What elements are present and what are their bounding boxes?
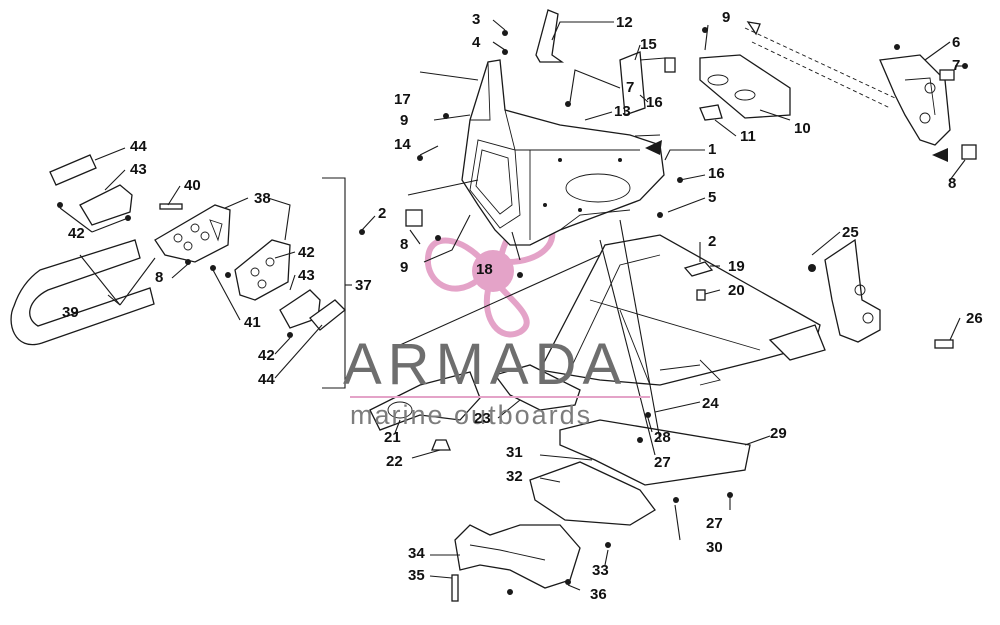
callout-5: 5 [708, 189, 717, 206]
callout-32: 32 [506, 468, 523, 485]
callout-10: 10 [794, 120, 811, 137]
callout-43a: 43 [130, 161, 147, 178]
callout-16a: 16 [646, 94, 663, 111]
callout-11: 11 [740, 128, 756, 145]
callout-42a: 42 [68, 225, 85, 242]
callout-44a: 44 [130, 138, 147, 155]
callout-6: 6 [952, 34, 961, 51]
part-32-plate [529, 461, 656, 526]
part-8-cushion-left [405, 209, 423, 227]
callout-13: 13 [614, 103, 631, 120]
part-44-reflector-upper [49, 154, 97, 186]
callout-9c: 9 [400, 259, 409, 276]
part-10-plate [699, 54, 791, 119]
callout-27b: 27 [706, 515, 723, 532]
callout-38: 38 [254, 190, 271, 207]
callout-27a: 27 [654, 454, 671, 471]
part-40-bolt [159, 203, 183, 210]
part-34-lower-bracket [454, 524, 581, 589]
callout-4: 4 [472, 34, 481, 51]
callout-35: 35 [408, 567, 425, 584]
part-39-bumper [10, 239, 155, 346]
part-8-cushion-right [961, 144, 977, 160]
watermark-tagline: marine outboards [350, 400, 593, 430]
callout-37: 37 [355, 277, 372, 294]
part-43-mount-upper [79, 184, 133, 226]
lower-frame [539, 234, 826, 386]
watermark-brand: ARMADA [343, 332, 628, 397]
part-21-arm [369, 371, 481, 431]
part-38-step-bracket [154, 204, 231, 263]
callout-25: 25 [842, 224, 859, 241]
callout-28: 28 [654, 429, 671, 446]
callout-34: 34 [408, 545, 425, 562]
part-35-bolt [451, 574, 459, 602]
callout-42c: 42 [258, 347, 275, 364]
callout-22: 22 [386, 453, 403, 470]
arrow-indicator-1 [645, 140, 662, 155]
callout-1: 1 [708, 141, 717, 158]
part-19-clip [683, 261, 714, 277]
callout-7a: 7 [952, 57, 961, 74]
callout-29: 29 [770, 425, 787, 442]
callout-8c: 8 [948, 175, 957, 192]
callout-2b: 2 [708, 233, 717, 250]
callout-19: 19 [728, 258, 745, 275]
callout-15: 15 [640, 36, 657, 53]
callout-24: 24 [702, 395, 719, 412]
watermark-underline [350, 396, 650, 398]
callout-7b: 7 [626, 79, 635, 96]
callout-40: 40 [184, 177, 201, 194]
callout-23: 23 [474, 410, 491, 427]
callout-12: 12 [616, 14, 633, 31]
part-26-bolt [934, 339, 954, 349]
callout-33: 33 [592, 562, 609, 579]
callout-8a: 8 [400, 236, 409, 253]
callout-36: 36 [590, 586, 607, 603]
part-12-bracket [535, 9, 565, 63]
part-15-module [619, 51, 676, 116]
part-11-bracket [699, 104, 723, 121]
leader-lines [59, 19, 966, 591]
callout-41: 41 [244, 314, 261, 331]
callout-20: 20 [728, 282, 745, 299]
part-22-fastener [431, 439, 451, 451]
callout-44b: 44 [258, 371, 275, 388]
part-6-rod-end [746, 21, 761, 36]
callout-8b: 8 [155, 269, 164, 286]
part-25-bracket [824, 238, 881, 343]
callout-18: 18 [476, 261, 493, 278]
callout-31: 31 [506, 444, 523, 461]
callout-2a: 2 [378, 205, 387, 222]
callout-30: 30 [706, 539, 723, 556]
callout-14: 14 [394, 136, 411, 153]
group-37-bracket [322, 177, 346, 389]
callout-3: 3 [472, 11, 481, 28]
upper-frame [461, 59, 665, 246]
part-6-bracket [879, 54, 955, 146]
part-29-skid-plate [559, 419, 751, 486]
callout-9b: 9 [400, 112, 409, 129]
callout-9a: 9 [722, 9, 731, 26]
callout-17: 17 [394, 91, 411, 108]
callout-39: 39 [62, 304, 79, 321]
callout-42b: 42 [298, 244, 315, 261]
part-23-arm [493, 364, 581, 411]
callout-26: 26 [966, 310, 983, 327]
callout-43b: 43 [298, 267, 315, 284]
part-20-bolt [696, 289, 706, 301]
callout-16b: 16 [708, 165, 725, 182]
callout-21: 21 [384, 429, 401, 446]
arrow-indicator-2 [932, 148, 948, 162]
part-41-bracket [234, 239, 291, 301]
